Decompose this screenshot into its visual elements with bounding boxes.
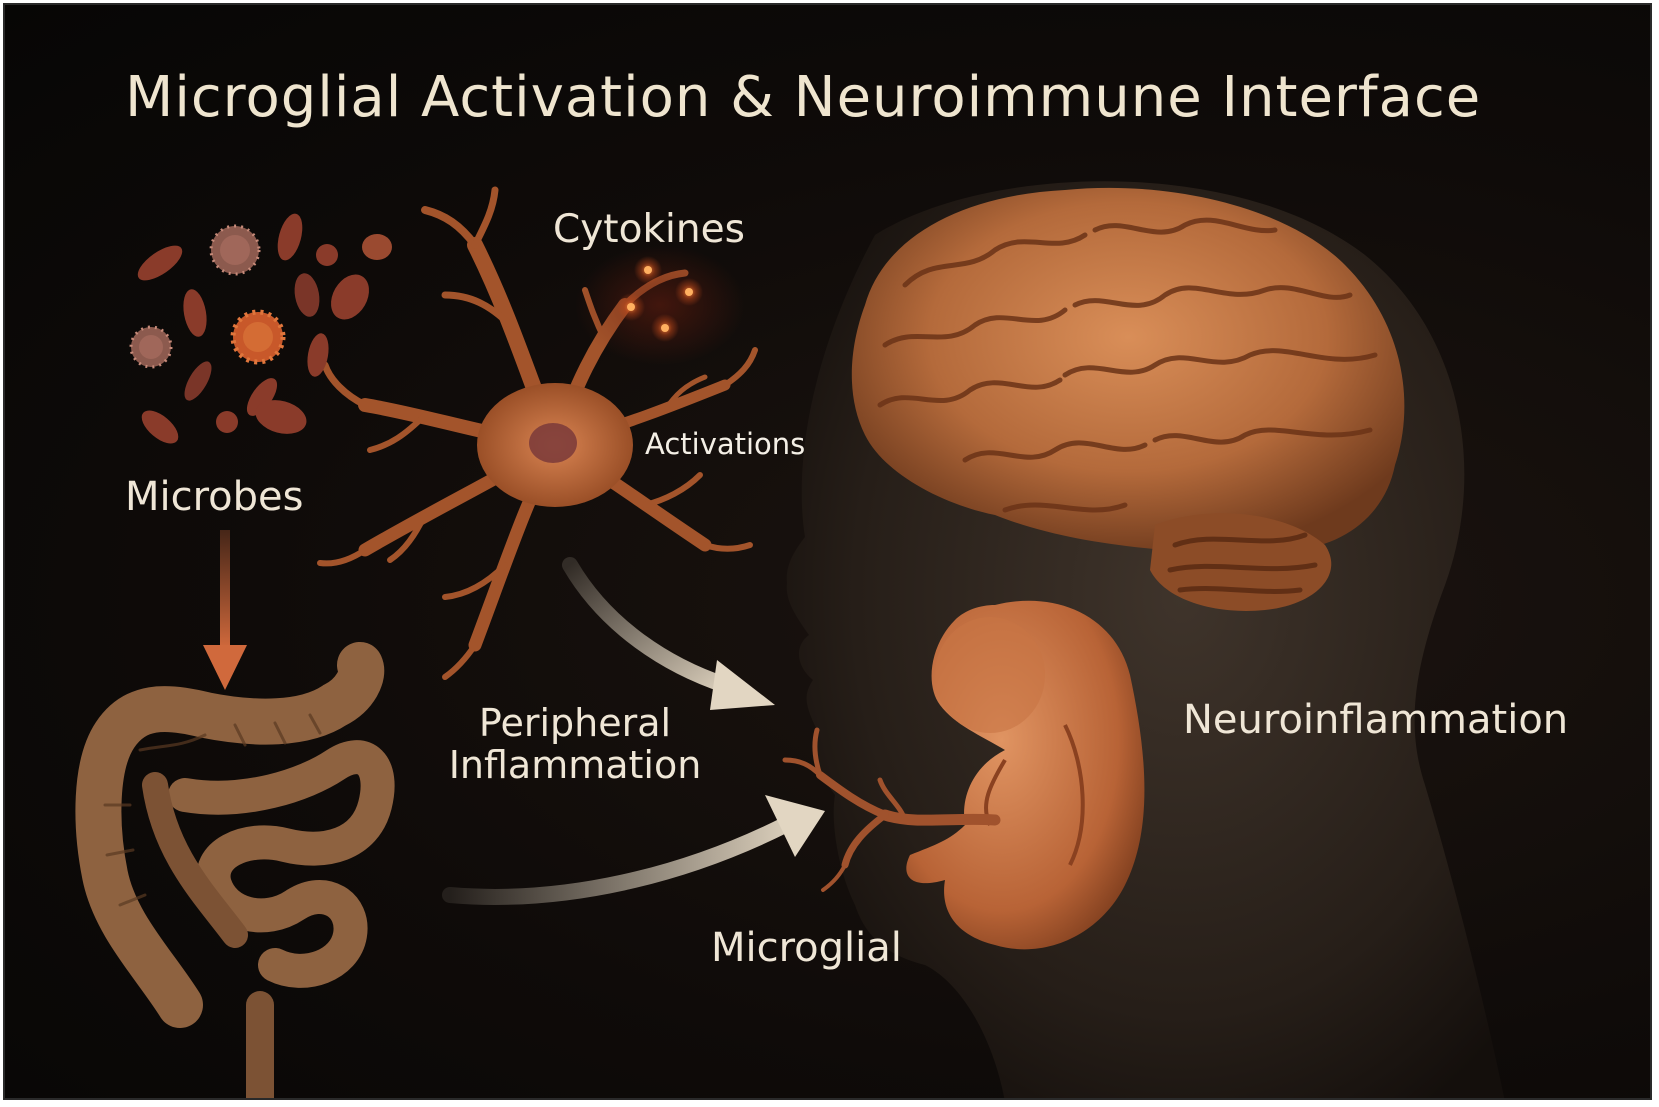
diagram-artwork	[75, 181, 1505, 1098]
intestines-icon	[75, 642, 395, 1098]
microglial-label: Microglial	[711, 925, 902, 971]
peripheral-inflammation-line1: Peripheral	[478, 701, 672, 745]
microglia-branch-icon	[782, 727, 1001, 892]
microbes-label: Microbes	[125, 474, 304, 520]
microglia-cell-icon	[317, 186, 758, 680]
peripheral-inflammation-line2: Inflammation	[448, 742, 702, 787]
diagram-canvas: Microglial Activation & Neuroimmune Inte…	[3, 3, 1652, 1100]
activations-label: Activations	[645, 427, 806, 461]
peripheral-inflammation-label: Peripheral Inflammation	[435, 701, 715, 787]
activation-arrow	[562, 557, 775, 710]
gut-to-microglia-arrow	[442, 795, 825, 905]
microbes-cluster-icon	[129, 213, 392, 444]
page-title: Microglial Activation & Neuroimmune Inte…	[125, 65, 1482, 130]
neuroinflammation-label: Neuroinflammation	[1183, 697, 1569, 743]
cytokines-label: Cytokines	[553, 207, 745, 252]
fetus-icon	[906, 600, 1145, 950]
brain-icon	[851, 187, 1405, 611]
microbes-to-gut-arrow	[203, 530, 247, 690]
cytokine-particles-icon	[575, 245, 745, 365]
